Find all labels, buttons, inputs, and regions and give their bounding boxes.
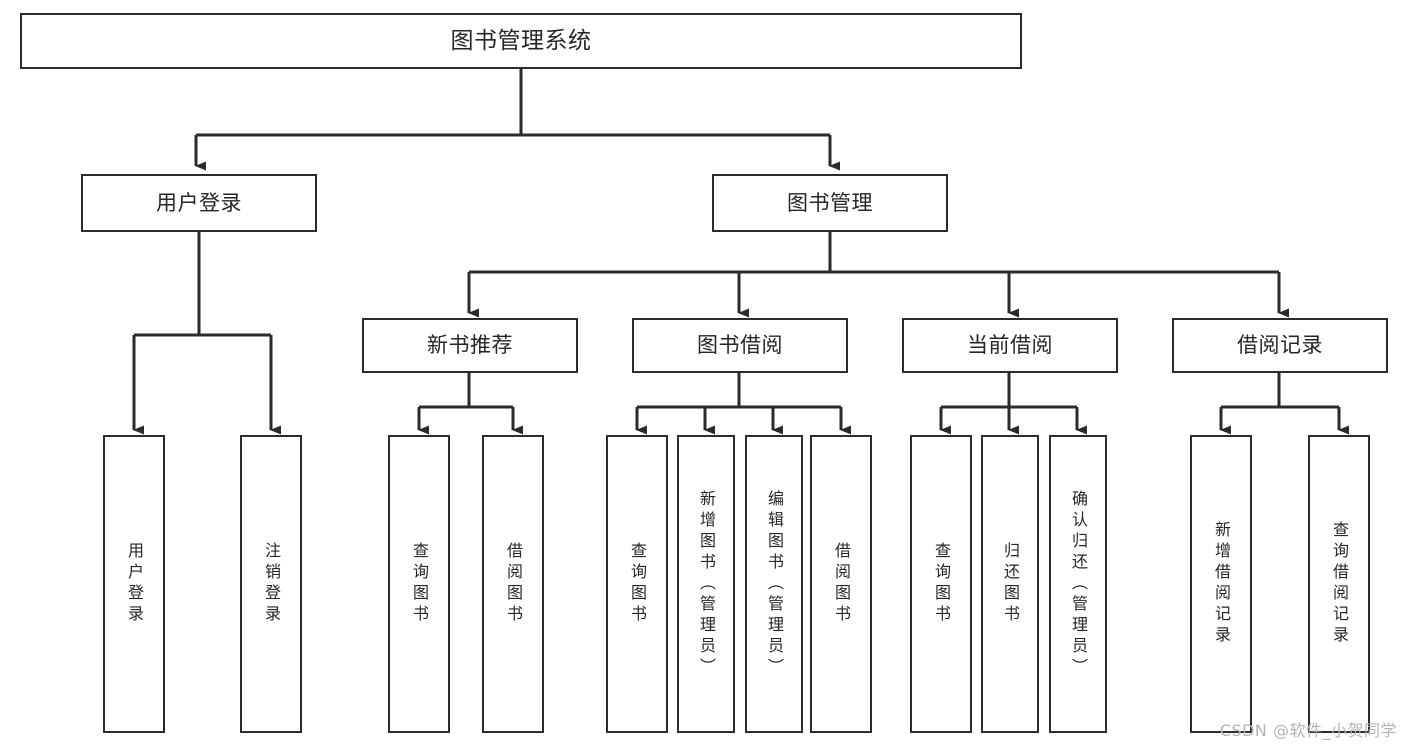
node-label: 新书推荐 xyxy=(427,333,513,358)
node-label: 查询图书 xyxy=(932,542,951,626)
node-label: 查询借阅记录 xyxy=(1330,521,1349,647)
node-label: 查询图书 xyxy=(628,542,647,626)
node-label: 归还图书 xyxy=(1001,542,1020,626)
node-label: 用户登录 xyxy=(156,190,242,215)
node-book-borrow[interactable]: 图书借阅 xyxy=(632,318,848,373)
node-label: 确认归还（管理员） xyxy=(1069,489,1088,679)
leaf-current-borrow-confirm-return-admin[interactable]: 确认归还（管理员） xyxy=(1049,435,1107,733)
node-label: 用户登录 xyxy=(125,542,144,626)
leaf-borrow-record-query-record[interactable]: 查询借阅记录 xyxy=(1308,435,1370,733)
node-label: 图书管理 xyxy=(787,190,873,215)
node-label: 新增借阅记录 xyxy=(1212,521,1231,647)
leaf-new-book-borrow-book[interactable]: 借阅图书 xyxy=(482,435,544,733)
leaf-book-borrow-borrow-book[interactable]: 借阅图书 xyxy=(810,435,872,733)
node-label: 注销登录 xyxy=(262,542,281,626)
node-new-book-recommend[interactable]: 新书推荐 xyxy=(362,318,578,373)
node-label: 编辑图书（管理员） xyxy=(765,489,784,679)
leaf-book-borrow-add-book-admin[interactable]: 新增图书（管理员） xyxy=(677,435,735,733)
node-label: 借阅图书 xyxy=(504,542,523,626)
leaf-book-borrow-edit-book-admin[interactable]: 编辑图书（管理员） xyxy=(745,435,803,733)
leaf-new-book-query-book[interactable]: 查询图书 xyxy=(388,435,450,733)
node-label: 图书管理系统 xyxy=(450,27,592,54)
node-label: 当前借阅 xyxy=(967,333,1053,358)
csdn-watermark: CSDN @软件_小贺同学 xyxy=(1219,721,1397,740)
node-book-management[interactable]: 图书管理 xyxy=(712,174,948,232)
leaf-borrow-record-add-record[interactable]: 新增借阅记录 xyxy=(1190,435,1252,733)
node-root-book-management-system[interactable]: 图书管理系统 xyxy=(20,13,1022,69)
node-borrow-record[interactable]: 借阅记录 xyxy=(1172,318,1388,373)
leaf-user-login-logout[interactable]: 注销登录 xyxy=(240,435,302,733)
leaf-current-borrow-query-book[interactable]: 查询图书 xyxy=(910,435,972,733)
leaf-book-borrow-query-book[interactable]: 查询图书 xyxy=(606,435,668,733)
node-current-borrow[interactable]: 当前借阅 xyxy=(902,318,1118,373)
node-label: 图书借阅 xyxy=(697,333,783,358)
node-label: 借阅图书 xyxy=(832,542,851,626)
node-user-login[interactable]: 用户登录 xyxy=(81,174,317,232)
node-label: 查询图书 xyxy=(410,542,429,626)
node-label: 借阅记录 xyxy=(1237,333,1323,358)
leaf-current-borrow-return-book[interactable]: 归还图书 xyxy=(981,435,1039,733)
node-label: 新增图书（管理员） xyxy=(697,489,716,679)
leaf-user-login-login[interactable]: 用户登录 xyxy=(103,435,165,733)
